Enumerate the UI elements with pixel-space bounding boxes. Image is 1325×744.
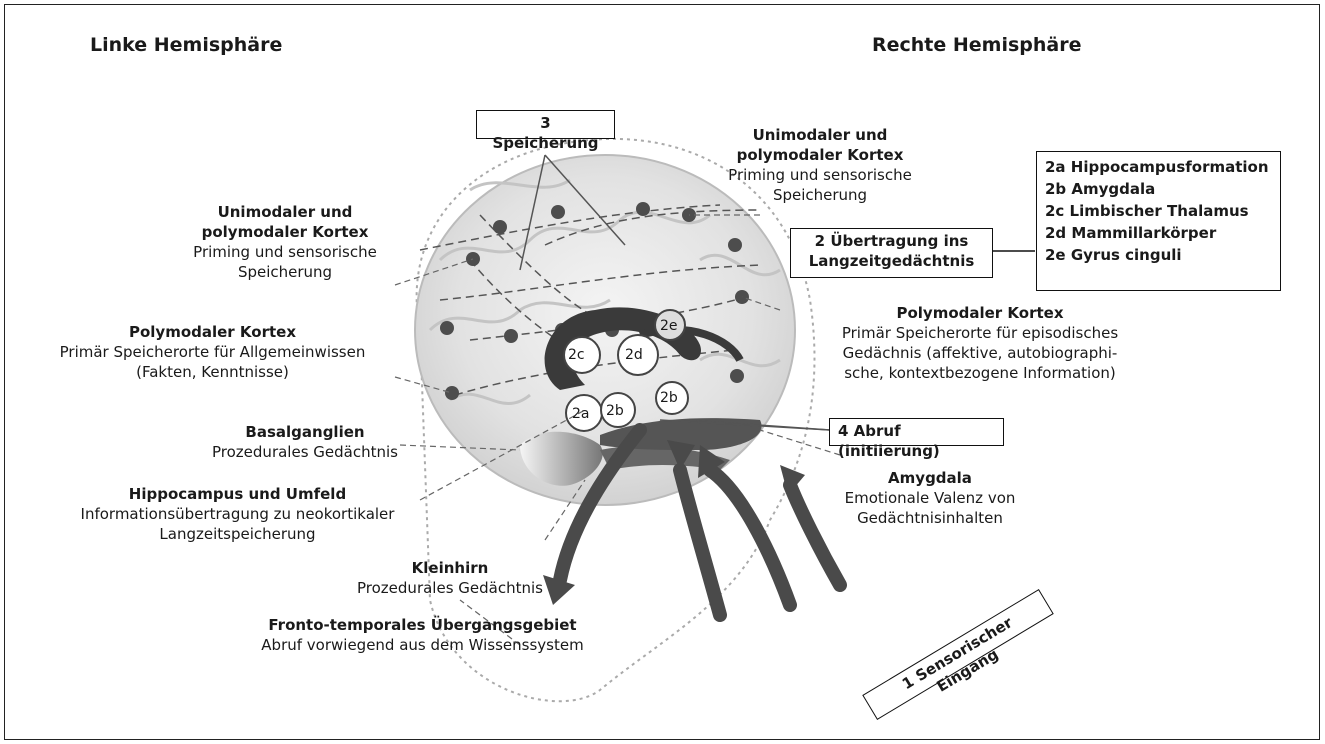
- label-right-unimodal: Unimodaler und polymodaler Kortex Primin…: [695, 125, 945, 205]
- kleinhirn-desc: Prozedurales Gedächtnis: [340, 578, 560, 598]
- left-unimodal-desc-1: Priming und sensorische: [150, 242, 420, 262]
- hippocampus-desc-1: Informationsübertragung zu neokortikaler: [65, 504, 410, 524]
- right-hemisphere-title: Rechte Hemisphäre: [872, 34, 1082, 56]
- uebertragung-line2: Langzeitgedächtnis: [799, 251, 984, 271]
- region-2c: 2c: [568, 345, 598, 365]
- label-kleinhirn: Kleinhirn Prozedurales Gedächtnis: [340, 558, 560, 598]
- fronto-title: Fronto-temporales Übergangsgebiet: [245, 615, 600, 635]
- label-fronto-temporal: Fronto-temporales Übergangsgebiet Abruf …: [245, 615, 600, 655]
- right-unimodal-title-2: polymodaler Kortex: [695, 145, 945, 165]
- sensory-arrow-2: [710, 470, 790, 605]
- box-abruf: 4 Abruf (initiierung): [829, 418, 1004, 446]
- label-left-polymodal: Polymodaler Kortex Primär Speicherorte f…: [30, 322, 395, 382]
- right-unimodal-desc-2: Speicherung: [695, 185, 945, 205]
- right-polymodal-title: Polymodaler Kortex: [815, 303, 1145, 323]
- basalganglien-title: Basalganglien: [180, 422, 430, 442]
- hippocampus-desc-2: Langzeitspeicherung: [65, 524, 410, 544]
- region-2d: 2d: [625, 345, 655, 365]
- amygdala-desc-2: Gedächtnisinhalten: [830, 508, 1030, 528]
- structure-2d: 2d Mammillarkörper: [1045, 222, 1272, 244]
- right-polymodal-desc-3: sche, kontextbezogene Information): [815, 363, 1145, 383]
- right-unimodal-title-1: Unimodaler und: [695, 125, 945, 145]
- label-amygdala: Amygdala Emotionale Valenz von Gedächtni…: [830, 468, 1030, 528]
- label-left-unimodal: Unimodaler und polymodaler Kortex Primin…: [150, 202, 420, 282]
- left-unimodal-title-1: Unimodaler und: [150, 202, 420, 222]
- amygdala-title: Amygdala: [830, 468, 1030, 488]
- sensory-arrow-1: [680, 470, 720, 615]
- region-2b-left: 2b: [606, 401, 636, 421]
- structure-2e: 2e Gyrus cinguli: [1045, 244, 1272, 266]
- region-2b-right: 2b: [660, 388, 690, 408]
- right-unimodal-desc-1: Priming und sensorische: [695, 165, 945, 185]
- kleinhirn-title: Kleinhirn: [340, 558, 560, 578]
- left-polymodal-desc-2: (Fakten, Kenntnisse): [30, 362, 395, 382]
- box-uebertragung: 2 Übertragung ins Langzeitgedächtnis: [790, 228, 993, 278]
- region-2e: 2e: [660, 316, 690, 336]
- left-polymodal-title: Polymodaler Kortex: [30, 322, 395, 342]
- basalganglien-desc: Prozedurales Gedächtnis: [180, 442, 430, 462]
- box-speicherung: 3 Speicherung: [476, 110, 615, 139]
- region-2a: 2a: [572, 404, 602, 424]
- structure-2c: 2c Limbischer Thalamus: [1045, 200, 1272, 222]
- left-unimodal-desc-2: Speicherung: [150, 262, 420, 282]
- left-unimodal-title-2: polymodaler Kortex: [150, 222, 420, 242]
- structure-2a: 2a Hippocampusformation: [1045, 156, 1272, 178]
- fronto-desc: Abruf vorwiegend aus dem Wissenssystem: [245, 635, 600, 655]
- right-polymodal-desc-1: Primär Speicherorte für episodisches: [815, 323, 1145, 343]
- left-hemisphere-title: Linke Hemisphäre: [90, 34, 282, 56]
- left-polymodal-desc-1: Primär Speicherorte für Allgemeinwissen: [30, 342, 395, 362]
- amygdala-desc-1: Emotionale Valenz von: [830, 488, 1030, 508]
- uebertragung-line1: 2 Übertragung ins: [799, 231, 984, 251]
- hippocampus-title: Hippocampus und Umfeld: [65, 484, 410, 504]
- label-hippocampus: Hippocampus und Umfeld Informationsübert…: [65, 484, 410, 544]
- label-basalganglien: Basalganglien Prozedurales Gedächtnis: [180, 422, 430, 462]
- structure-2b: 2b Amygdala: [1045, 178, 1272, 200]
- right-polymodal-desc-2: Gedächnis (affektive, autobiographi-: [815, 343, 1145, 363]
- structures-box: 2a Hippocampusformation 2b Amygdala 2c L…: [1036, 151, 1281, 291]
- label-right-polymodal: Polymodaler Kortex Primär Speicherorte f…: [815, 303, 1145, 383]
